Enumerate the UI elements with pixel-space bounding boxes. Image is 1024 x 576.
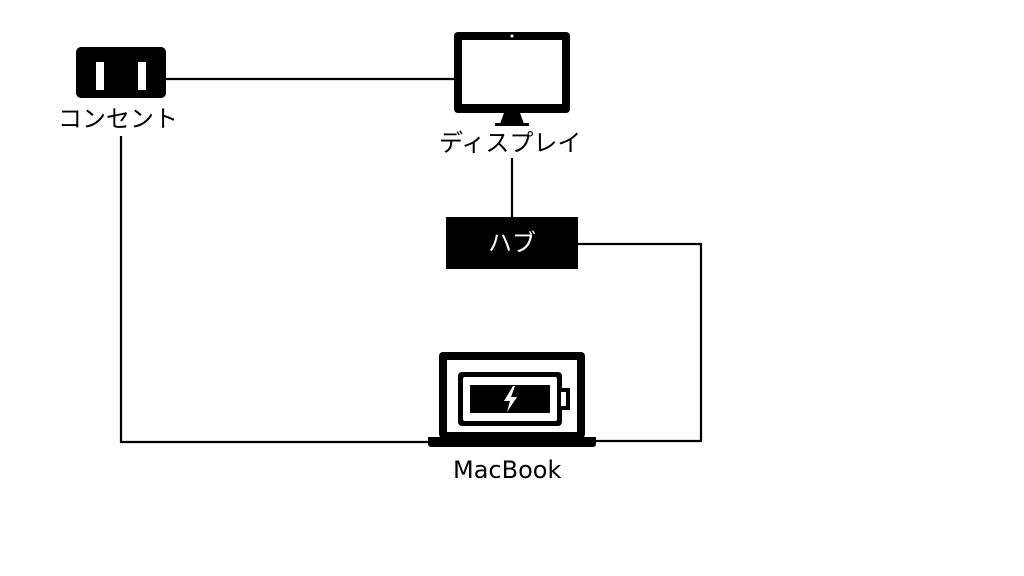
laptop-charging-icon: [428, 352, 596, 447]
power-outlet-icon: [76, 47, 166, 98]
display-label: ディスプレイ: [439, 129, 582, 157]
macbook-label: MacBook: [453, 456, 562, 484]
hub-label: ハブ: [488, 229, 536, 257]
hub-box: [446, 217, 578, 269]
monitor-icon: [454, 32, 570, 126]
connector-outlet-macbook: [119, 136, 430, 444]
outlet-label: コンセント: [58, 105, 178, 133]
connector-hub-macbook: [578, 242, 703, 443]
lightning-bolt-icon: [504, 386, 517, 412]
battery-icon: [458, 372, 570, 426]
